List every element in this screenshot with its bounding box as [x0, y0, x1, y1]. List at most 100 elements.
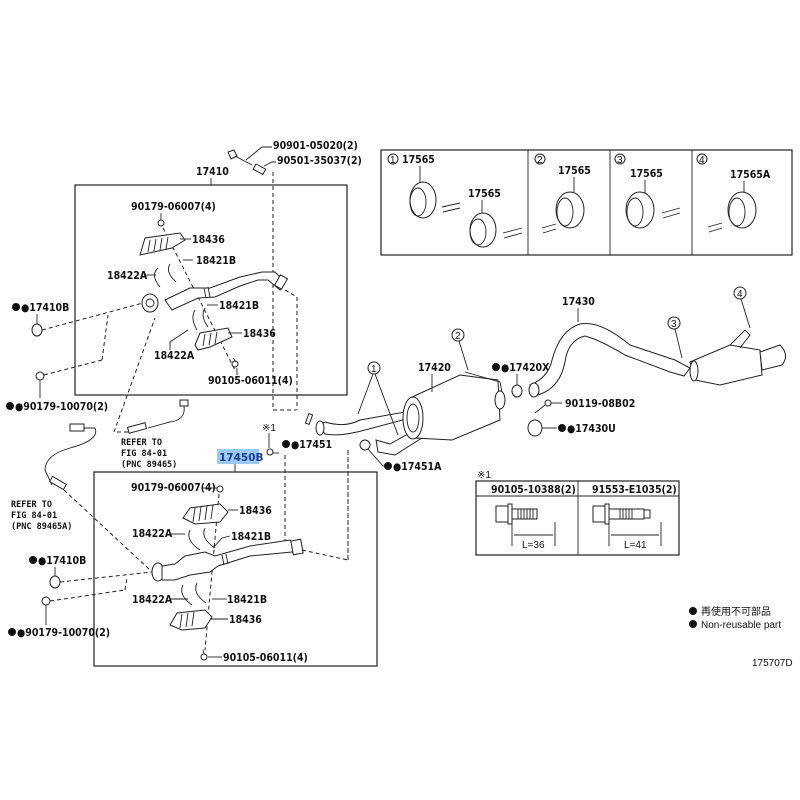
- flange-bolt-icon: [592, 503, 662, 546]
- refer-text[interactable]: FIG 84-01: [121, 449, 167, 459]
- highlighted-part-label[interactable]: 17450B: [219, 452, 264, 464]
- gasket-icon: [359, 439, 371, 451]
- oxygen-sensor-upper-icon: [113, 317, 189, 434]
- nut-icon: [157, 219, 165, 227]
- left-upper-parts: ●17410B ●90179-10070(2): [6, 302, 144, 413]
- bolt-spec-table: ※1 90105-10388(2) 91553-E1035(2) L=36 L=…: [475, 470, 680, 556]
- heat-insulator-icon: [169, 609, 213, 631]
- lower-assembly-box: [93, 471, 378, 667]
- part-label[interactable]: 18421B: [219, 300, 259, 312]
- upper-assembly-box: [74, 184, 348, 396]
- hanger-panels: 1 17565 17565 2 17565: [380, 149, 793, 256]
- part-label[interactable]: 90501-35037(2): [277, 155, 362, 167]
- part-label[interactable]: 18436: [192, 234, 225, 246]
- part-label[interactable]: ●17430U: [567, 423, 616, 435]
- left-lower-parts: ●17410B ●90179-10070(2): [8, 555, 153, 639]
- part-label[interactable]: 17565: [630, 168, 663, 180]
- legend-jp: 再使用不可部品: [701, 605, 771, 618]
- flange-bolt-icon: [495, 503, 556, 546]
- panel-number: 4: [699, 155, 705, 166]
- part-label[interactable]: 18422A: [132, 528, 173, 540]
- part-label[interactable]: 18436: [239, 505, 272, 517]
- part-label[interactable]: ●17451: [291, 439, 332, 451]
- part-label[interactable]: 90119-08B02: [565, 398, 635, 410]
- bolt-icon: [231, 357, 239, 368]
- table-header[interactable]: 90105-10388(2): [491, 484, 576, 496]
- part-label[interactable]: 17420: [418, 362, 451, 374]
- sensor-reference-upper: REFER TO FIG 84-01 (PNC 89465): [121, 438, 177, 470]
- part-label[interactable]: 90179-06007(4): [131, 201, 216, 213]
- hanger-panel-1[interactable]: 1 17565 17565: [387, 153, 523, 248]
- length-label: L=41: [624, 540, 647, 551]
- callout-circle[interactable]: [367, 361, 381, 375]
- part-label[interactable]: 17565: [468, 188, 501, 200]
- panel-number: 2: [537, 155, 543, 166]
- center-muffler-icon: [402, 371, 506, 441]
- length-label: L=36: [522, 540, 545, 551]
- table-note: ※1: [477, 470, 491, 481]
- gasket-icon: [49, 575, 61, 589]
- part-label[interactable]: 18422A: [107, 270, 148, 282]
- rubber-hanger-icon: [727, 191, 757, 229]
- hanger-panel-4[interactable]: 4 17565A: [696, 153, 771, 233]
- top-bolt-group: 90901-05020(2) 90501-35037(2): [227, 140, 362, 411]
- hanger-panel-2[interactable]: 2 17565: [534, 153, 591, 234]
- bolt-icon: [200, 649, 208, 661]
- part-label[interactable]: 90105-06011(4): [208, 375, 293, 387]
- part-label[interactable]: 90179-06007(4): [131, 482, 216, 494]
- part-label[interactable]: 18436: [243, 328, 276, 340]
- part-label[interactable]: 90105-06011(4): [223, 652, 308, 664]
- part-label[interactable]: ●17410B: [38, 555, 86, 567]
- part-label[interactable]: 18422A: [154, 350, 195, 362]
- part-label[interactable]: ●17420X: [501, 362, 550, 374]
- callout-circle[interactable]: [733, 286, 747, 300]
- nut-icon: [41, 596, 51, 606]
- heat-insulator-icon: [139, 232, 186, 256]
- lower-assembly: 17450B ※1 90179-06007(4) 18436 18422A 18…: [93, 423, 378, 667]
- bolt-icon: [534, 399, 552, 414]
- bolt-icon: [227, 149, 253, 166]
- rubber-hanger-icon: [469, 212, 497, 248]
- refer-text: (PNC 89465A): [11, 522, 72, 532]
- heat-insulator-icon: [194, 327, 233, 351]
- rubber-hanger-icon: [555, 191, 585, 229]
- part-label[interactable]: 17430: [562, 296, 595, 308]
- bracket-icon: [154, 263, 177, 288]
- rubber-hanger-icon: [625, 191, 655, 229]
- callout-circle[interactable]: [451, 328, 465, 342]
- bolt-icon: [266, 448, 279, 456]
- legend: 再使用不可部品 Non-reusable part: [689, 605, 781, 631]
- note-mark: ※1: [262, 423, 276, 434]
- part-label[interactable]: 17565A: [730, 169, 771, 181]
- refer-text: REFER TO: [11, 500, 52, 510]
- hanger-panel-3[interactable]: 3 17565: [614, 153, 681, 229]
- oxygen-sensor-lower-icon: [44, 423, 151, 571]
- tail-section: 17430 3 4: [528, 286, 786, 398]
- part-label[interactable]: 17565: [402, 154, 435, 166]
- part-label[interactable]: ●90179-10070(2): [15, 401, 108, 413]
- part-label[interactable]: 18421B: [196, 255, 236, 267]
- assembly-label[interactable]: 17410: [196, 166, 229, 178]
- upper-assembly: 17410 90179-06007(4) 18436 18421B 18422A: [74, 166, 348, 410]
- part-label[interactable]: ●17410B: [21, 302, 69, 314]
- part-label[interactable]: 18421B: [227, 594, 267, 606]
- part-label[interactable]: 18436: [229, 614, 262, 626]
- front-pipe-catalyst-icon: [151, 538, 304, 582]
- part-label[interactable]: 18421B: [231, 531, 271, 543]
- callout-circle[interactable]: [667, 316, 681, 330]
- table-header[interactable]: 91553-E1035(2): [592, 484, 677, 496]
- clamp-icon: [527, 419, 543, 437]
- part-label[interactable]: ●17451A: [393, 461, 442, 473]
- bracket-icon: [181, 582, 207, 606]
- callout-number: 3: [671, 319, 677, 330]
- part-label[interactable]: ●90179-10070(2): [17, 627, 110, 639]
- part-label[interactable]: 90901-05020(2): [273, 140, 358, 152]
- legend-en: Non-reusable part: [701, 620, 781, 631]
- part-label[interactable]: 18422A: [132, 594, 173, 606]
- refer-text[interactable]: FIG 84-01: [11, 511, 57, 521]
- tail-pipe-icon: [528, 322, 786, 398]
- gasket-icon: [304, 412, 314, 426]
- bracket-icon: [188, 527, 216, 551]
- part-label[interactable]: 17565: [558, 165, 591, 177]
